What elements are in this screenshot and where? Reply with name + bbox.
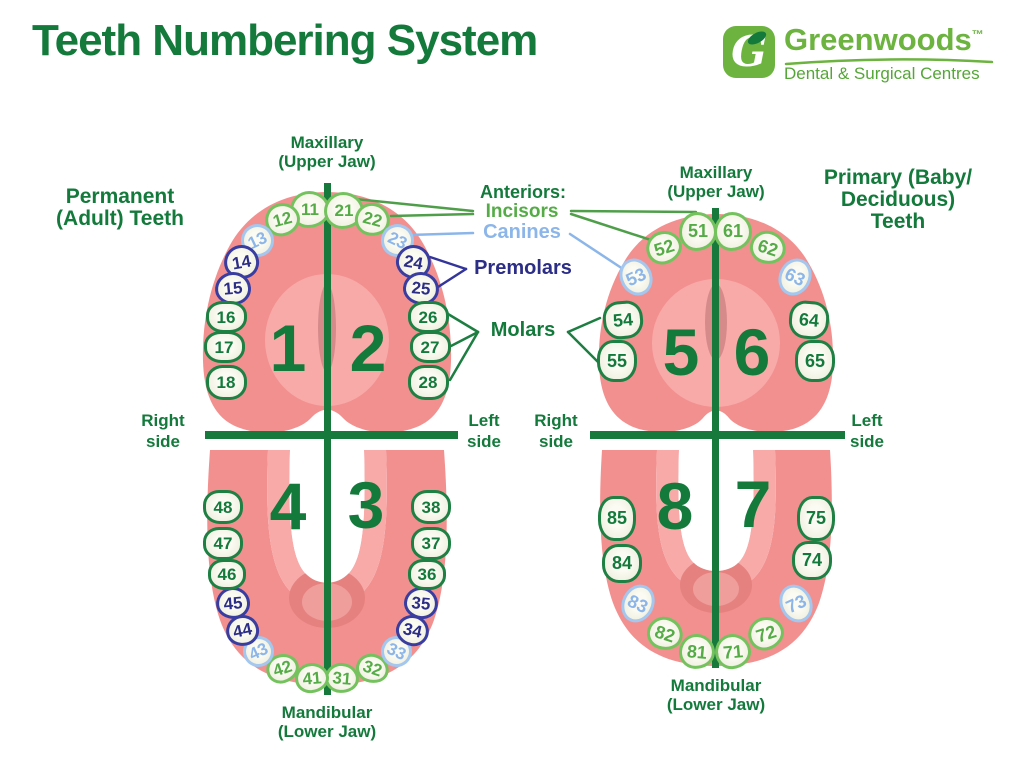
side-label-line1: Left	[851, 411, 883, 430]
quadrant-2-number: 2	[349, 311, 387, 385]
legend-premolars-label: Premolars	[474, 257, 572, 279]
permanent-label-line1: Permanent	[65, 185, 175, 208]
legend-incisors-label: Incisors	[485, 201, 559, 222]
mandibular-line2: (Lower Jaw)	[277, 722, 377, 741]
primary-left-side-label: Left side	[827, 410, 907, 452]
primary-horizontal-divider	[590, 431, 845, 439]
primary-label-line1: Primary (Baby/	[823, 166, 973, 189]
permanent-right-side-label: Right side	[123, 410, 203, 452]
logo-trademark: ™	[971, 27, 984, 42]
side-label-line1: Left	[468, 411, 500, 430]
permanent-left-side-label: Left side	[444, 410, 524, 452]
side-label-line2: side	[466, 432, 502, 451]
permanent-teeth-label: Permanent (Adult) Teeth	[20, 186, 220, 230]
side-label-line2: side	[145, 432, 181, 451]
maxillary-line1: Maxillary	[290, 133, 364, 152]
maxillary-line1: Maxillary	[679, 163, 753, 182]
mandibular-line1: Mandibular	[281, 703, 373, 722]
mandibular-line1: Mandibular	[670, 676, 762, 695]
logo-brand-name: Greenwoods™	[784, 22, 984, 58]
quadrant-8-number: 8	[656, 469, 694, 543]
logo-swoosh-line	[784, 58, 994, 66]
molar-connector-lines	[446, 312, 602, 382]
side-label-line1: Right	[534, 411, 578, 430]
logo-brand-text: Greenwoods	[784, 22, 972, 57]
permanent-horizontal-divider	[205, 431, 458, 439]
quadrant-1-number: 1	[269, 311, 307, 385]
side-label-line2: side	[849, 432, 885, 451]
premolar-connector-lines	[428, 255, 468, 289]
quadrant-6-number: 6	[733, 315, 771, 389]
permanent-label-line2: (Adult) Teeth	[56, 207, 184, 230]
page-title: Teeth Numbering System	[32, 16, 538, 65]
greenwoods-logo: G Greenwoods™ Dental & Surgical Centres	[722, 22, 1002, 84]
logo-tagline: Dental & Surgical Centres	[784, 64, 980, 83]
legend-canines-label: Canines	[483, 221, 561, 243]
legend-anteriors-label: Anteriors:	[479, 182, 567, 202]
side-label-line2: side	[538, 432, 574, 451]
mandibular-line2: (Lower Jaw)	[666, 695, 766, 714]
primary-teeth-label: Primary (Baby/ Deciduous) Teeth	[798, 167, 998, 233]
quadrant-3-number: 3	[347, 468, 385, 542]
side-label-line1: Right	[141, 411, 185, 430]
quadrant-7-number: 7	[734, 467, 772, 541]
quadrant-5-number: 5	[662, 315, 700, 389]
permanent-midline-divider	[324, 183, 331, 695]
permanent-mandibular-label: Mandibular (Lower Jaw)	[247, 703, 407, 741]
primary-label-line2: Deciduous)	[840, 188, 956, 211]
primary-right-side-label: Right side	[516, 410, 596, 452]
permanent-maxillary-label: Maxillary (Upper Jaw)	[247, 133, 407, 171]
logo-leaf-icon	[747, 31, 767, 45]
primary-mandibular-label: Mandibular (Lower Jaw)	[636, 676, 796, 714]
primary-label-line3: Teeth	[870, 210, 926, 233]
maxillary-line2: (Upper Jaw)	[278, 152, 376, 171]
logo-monogram-icon: G	[723, 26, 775, 78]
primary-maxillary-label: Maxillary (Upper Jaw)	[636, 163, 796, 201]
maxillary-line2: (Upper Jaw)	[667, 182, 765, 201]
quadrant-4-number: 4	[269, 469, 307, 543]
legend-molars-label: Molars	[490, 319, 556, 341]
